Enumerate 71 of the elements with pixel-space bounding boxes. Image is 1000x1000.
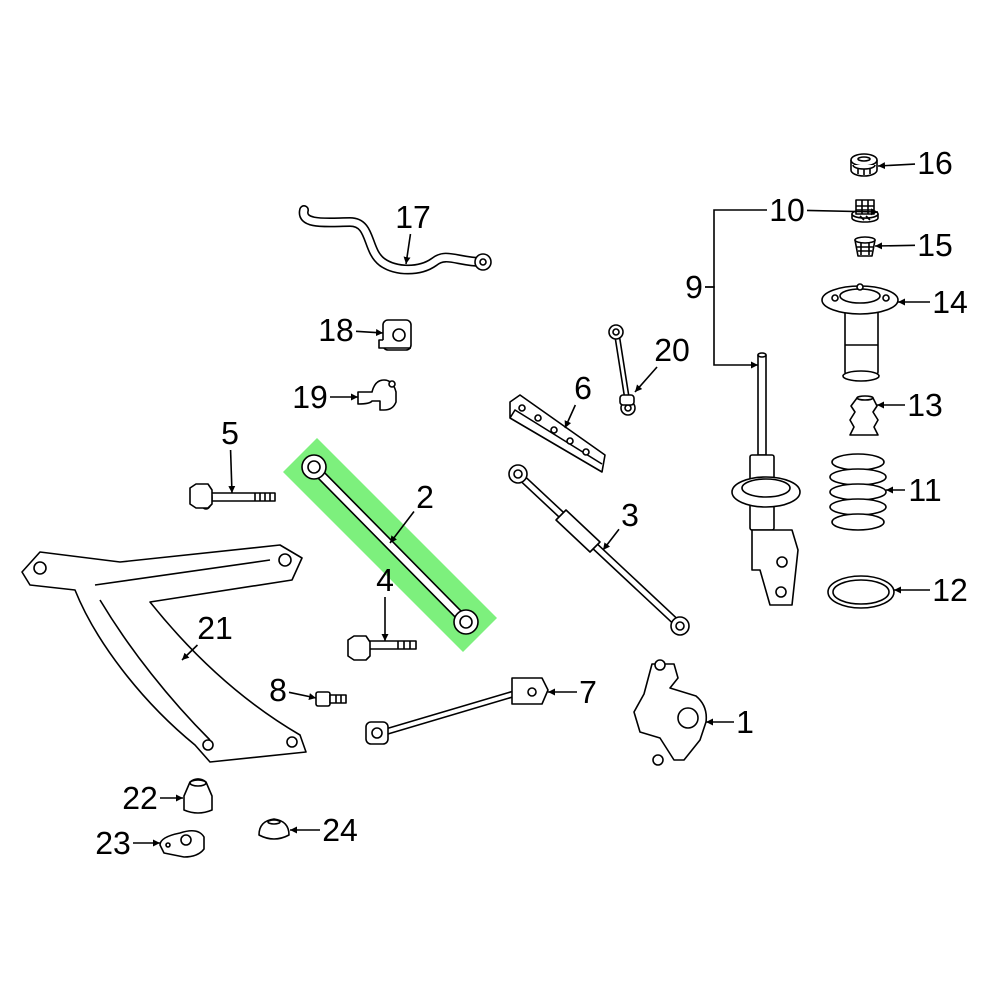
leader-line — [706, 718, 734, 726]
leader-line — [290, 826, 320, 834]
leader-line — [133, 840, 160, 846]
control-arm-drawing — [301, 454, 479, 635]
stabilizer-link-drawing — [608, 324, 636, 416]
callout-number: 24 — [320, 813, 360, 847]
leader-line — [228, 450, 236, 494]
callout-number: 5 — [219, 416, 241, 450]
leader-line — [886, 486, 905, 494]
leader-line — [181, 644, 198, 661]
callout-number: 18 — [316, 313, 356, 347]
leader-line — [382, 597, 388, 641]
leader-line — [874, 242, 916, 250]
shock-absorber-strut-drawing — [731, 352, 801, 606]
trailing-rod-drawing — [365, 677, 549, 745]
callout-number: 10 — [767, 193, 807, 227]
leader-line — [330, 394, 358, 400]
leader-line — [564, 404, 576, 428]
crossmember-drawing — [21, 544, 307, 763]
bushing-drawing — [854, 236, 876, 257]
callout-number: 1 — [734, 705, 756, 739]
mounting-plate-drawing — [159, 830, 205, 858]
callout-number: 17 — [393, 200, 433, 234]
lateral-rod-drawing — [508, 464, 690, 636]
bushing-mount-drawing — [183, 778, 213, 814]
leader-line — [288, 692, 316, 700]
stabilizer-bushing-drawing — [378, 319, 412, 351]
cap-drawing — [850, 153, 878, 177]
stabilizer-bar-drawing — [298, 205, 492, 274]
callout-number: 12 — [930, 573, 970, 607]
callout-number: 2 — [414, 480, 436, 514]
leader-line — [356, 329, 384, 336]
callout-number: 22 — [120, 781, 160, 815]
leader-line — [634, 366, 658, 393]
strut-mount-drawing — [821, 283, 899, 382]
bracket-drawing — [357, 379, 397, 411]
bolt-drawing — [347, 635, 417, 661]
callout-number: 8 — [267, 673, 289, 707]
callout-number: 4 — [374, 563, 396, 597]
leader-line — [404, 234, 412, 264]
leader-line — [894, 586, 930, 594]
callout-number: 3 — [619, 498, 641, 532]
callout-number: 16 — [915, 146, 955, 180]
callout-number: 9 — [683, 270, 705, 304]
callout-number: 19 — [290, 380, 330, 414]
bolt-drawing — [189, 483, 276, 510]
callout-number: 11 — [905, 473, 945, 507]
callout-number: 15 — [915, 228, 955, 262]
callout-number: 21 — [195, 611, 235, 645]
callout-number: 7 — [577, 675, 599, 709]
steering-knuckle-drawing — [633, 659, 708, 766]
leader-line — [389, 510, 415, 544]
callout-number: 20 — [652, 333, 692, 367]
callout-number: 23 — [93, 826, 133, 860]
stud-bolt-drawing — [315, 691, 347, 707]
bump-stopper-drawing — [849, 395, 879, 436]
callout-number: 13 — [905, 388, 945, 422]
callout-number: 14 — [930, 285, 970, 319]
leader-line — [878, 162, 916, 170]
coil-spring-drawing — [829, 453, 887, 531]
bushing-drawing — [258, 818, 290, 840]
leader-line — [602, 528, 620, 550]
leader-line — [160, 794, 183, 802]
leader-line — [705, 286, 758, 368]
nut-drawing — [851, 199, 879, 223]
leader-line — [898, 298, 930, 306]
leader-line — [806, 208, 878, 216]
spring-seat-ring-drawing — [827, 575, 895, 609]
callout-number: 6 — [572, 371, 594, 405]
leader-line — [548, 688, 577, 696]
leader-line — [877, 402, 905, 408]
